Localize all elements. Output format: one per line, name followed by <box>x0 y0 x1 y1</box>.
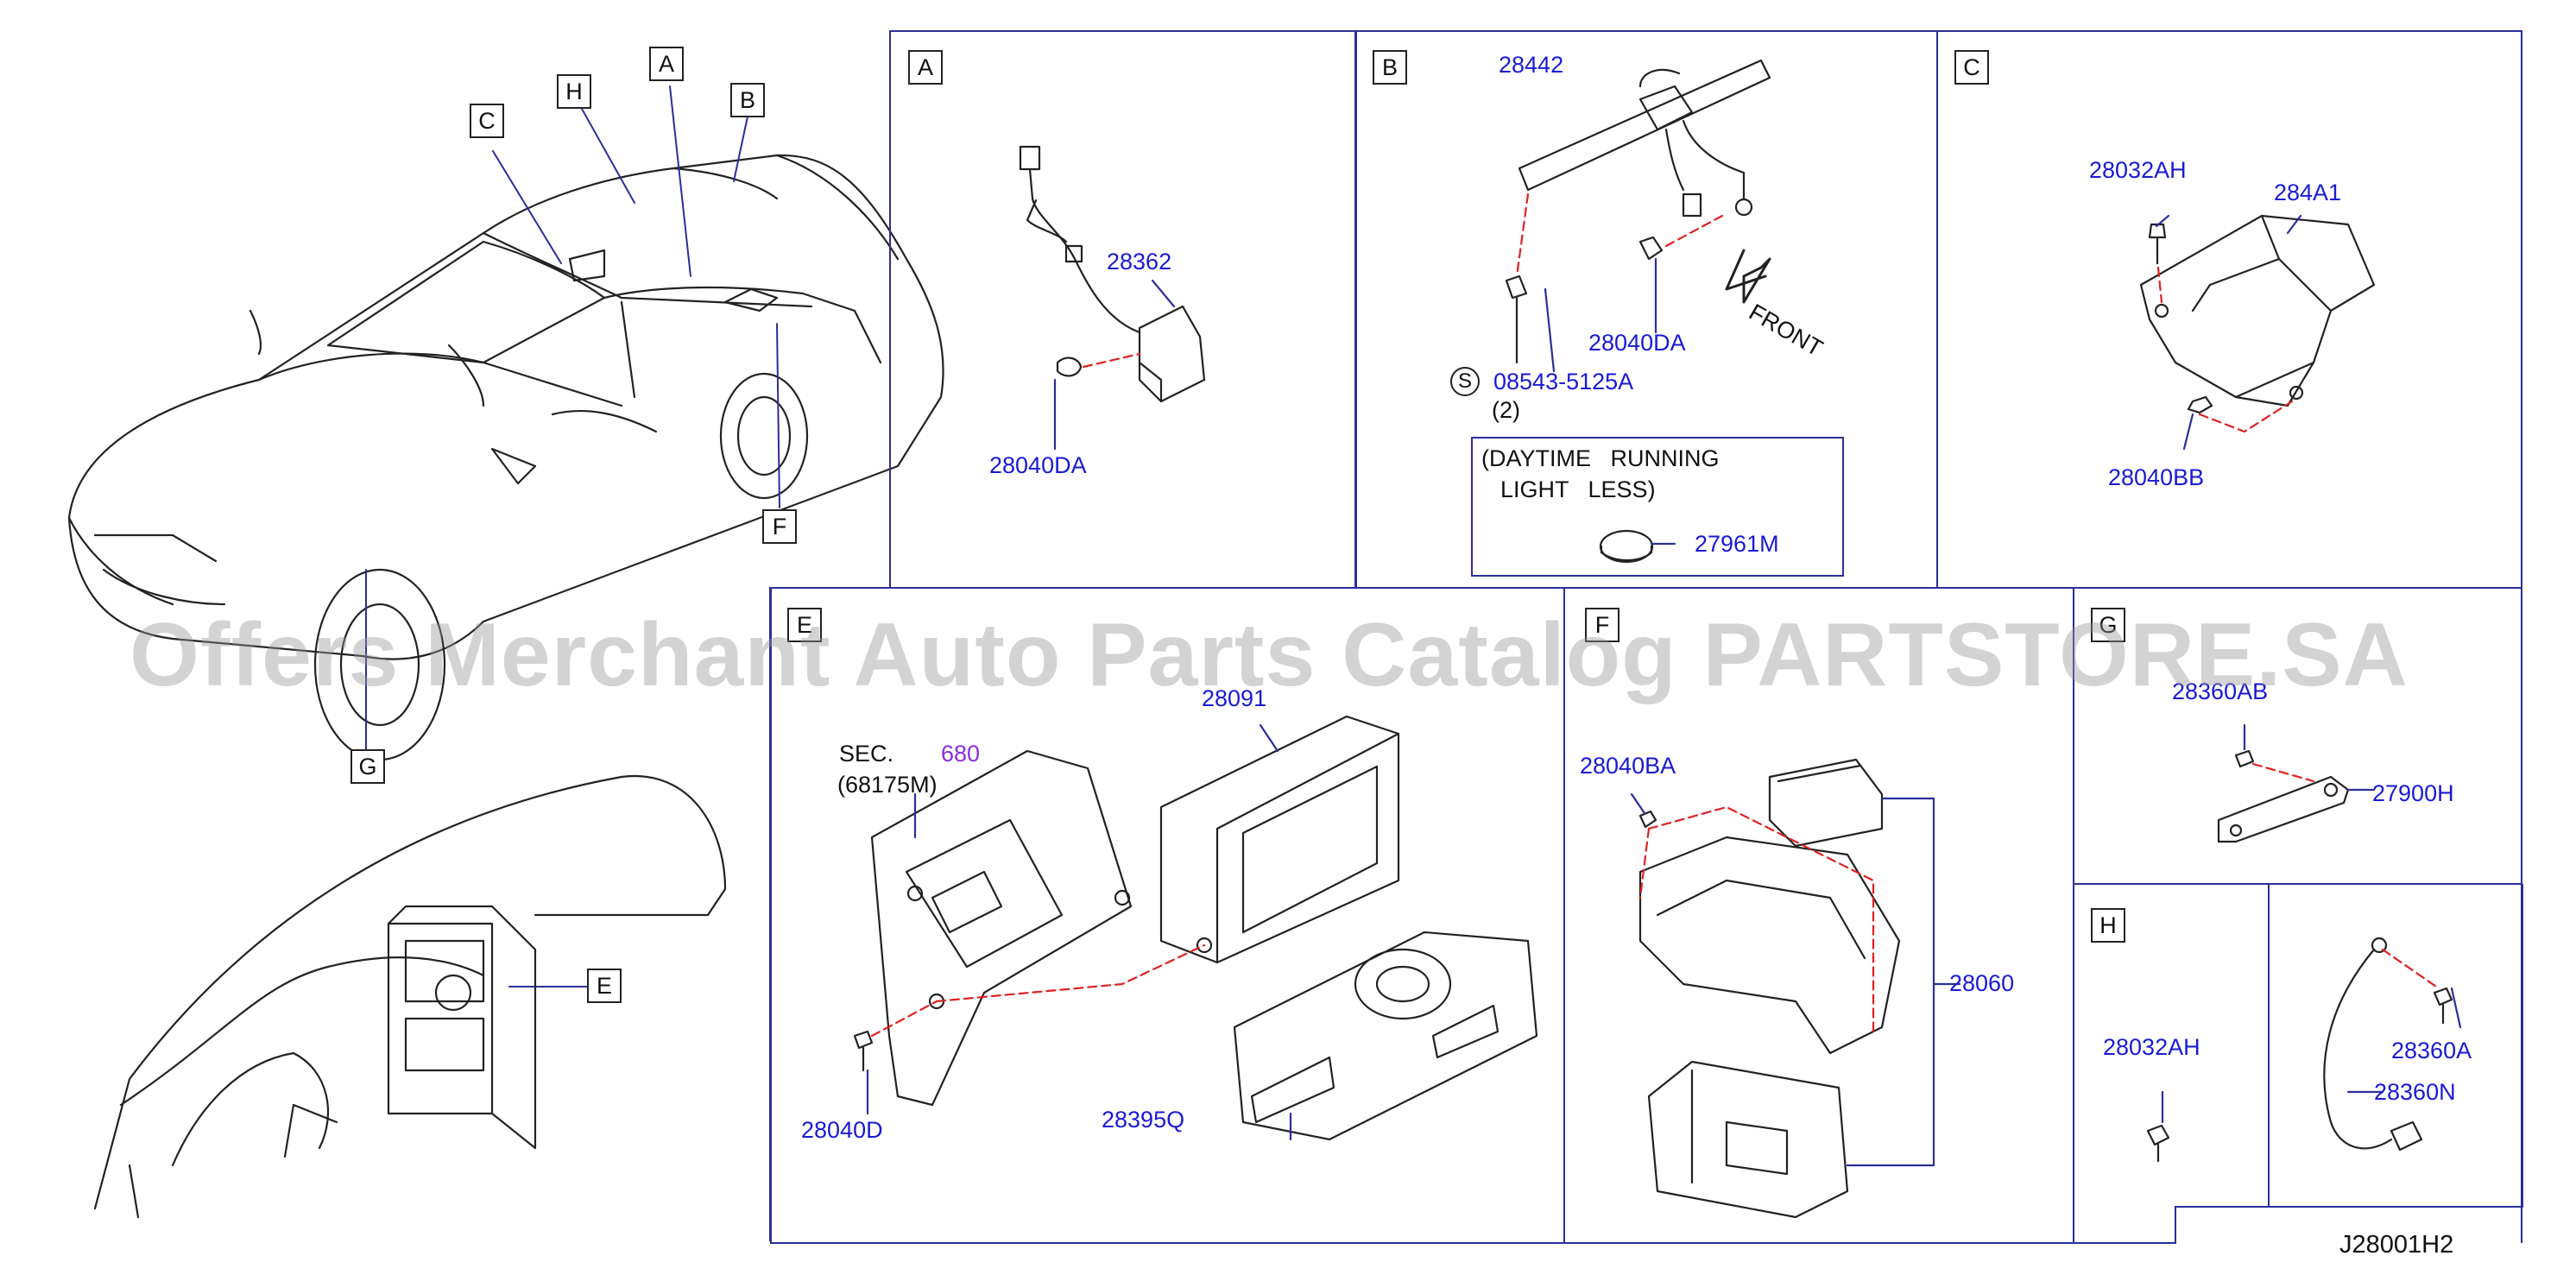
part-08543-5125a[interactable]: 08543-5125A <box>1493 369 1634 394</box>
overview-tag-c2[interactable]: C <box>470 104 504 138</box>
part-28040da-b[interactable]: 28040DA <box>1588 330 1686 356</box>
panel-tag-e: E <box>787 608 822 642</box>
part-27900h[interactable]: 27900H <box>2372 780 2454 806</box>
panel-tag-b: B <box>1373 50 1407 85</box>
overview-tag-a-label[interactable]: A <box>649 47 684 81</box>
panel-tag-g: G <box>2091 608 2125 642</box>
panel-tag-f: F <box>1585 608 1619 642</box>
part-28442[interactable]: 28442 <box>1499 52 1564 78</box>
part-28032ah-h[interactable]: 28032AH <box>2103 1034 2200 1060</box>
panel-g-drawing <box>2217 723 2376 843</box>
diagram-reference: J28001H2 <box>2339 1231 2454 1259</box>
sec-label: SEC. <box>839 741 894 767</box>
part-28040bb[interactable]: 28040BB <box>2108 464 2205 490</box>
part-28040ba[interactable]: 28040BA <box>1580 753 1676 779</box>
part-28360n[interactable]: 28360N <box>2374 1079 2456 1105</box>
part-28091[interactable]: 28091 <box>1202 685 1267 711</box>
note-box <box>1471 437 1844 577</box>
sec-ref: (68175M) <box>837 772 938 798</box>
screw-symbol: S <box>1450 367 1480 396</box>
overview-tag-h2[interactable]: H <box>557 74 591 109</box>
overview-tag-b[interactable]: B <box>730 83 765 117</box>
panel-tag-a: A <box>908 50 943 85</box>
part-28362[interactable]: 28362 <box>1107 249 1172 274</box>
overview-tag-e[interactable]: E <box>587 969 622 1003</box>
note-line-2: LIGHT LESS) <box>1500 476 1656 502</box>
part-28040d[interactable]: 28040D <box>801 1117 883 1143</box>
part-28040da-a[interactable]: 28040DA <box>989 452 1087 478</box>
overview-tag-g[interactable]: G <box>350 749 385 784</box>
panel-c-drawing <box>2139 214 2376 451</box>
part-28032ah-c[interactable]: 28032AH <box>2089 157 2187 183</box>
part-28395q[interactable]: 28395Q <box>1102 1107 1185 1133</box>
screw-qty: (2) <box>1492 397 1520 423</box>
note-line-1: (DAYTIME RUNNING <box>1481 445 1720 471</box>
part-28060[interactable]: 28060 <box>1949 970 2015 996</box>
overview-tag-f[interactable]: F <box>762 509 797 544</box>
panel-a-drawing <box>1019 145 1206 451</box>
part-284a1[interactable]: 284A1 <box>2274 180 2342 205</box>
panel-tag-c: C <box>1954 50 1989 85</box>
part-27961m[interactable]: 27961M <box>1695 531 1779 557</box>
part-28360a[interactable]: 28360A <box>2391 1038 2472 1063</box>
panel-b-drawing <box>1505 59 1771 564</box>
panel-a <box>889 30 1357 589</box>
dashboard-illustration <box>93 774 727 1219</box>
part-28360ab[interactable]: 28360AB <box>2172 678 2269 704</box>
car-illustration <box>67 154 944 761</box>
watermark: Offers Merchant Auto Parts Catalog PARTS… <box>129 605 2409 705</box>
panel-tag-h: H <box>2091 908 2125 943</box>
sec-number[interactable]: 680 <box>941 741 981 767</box>
